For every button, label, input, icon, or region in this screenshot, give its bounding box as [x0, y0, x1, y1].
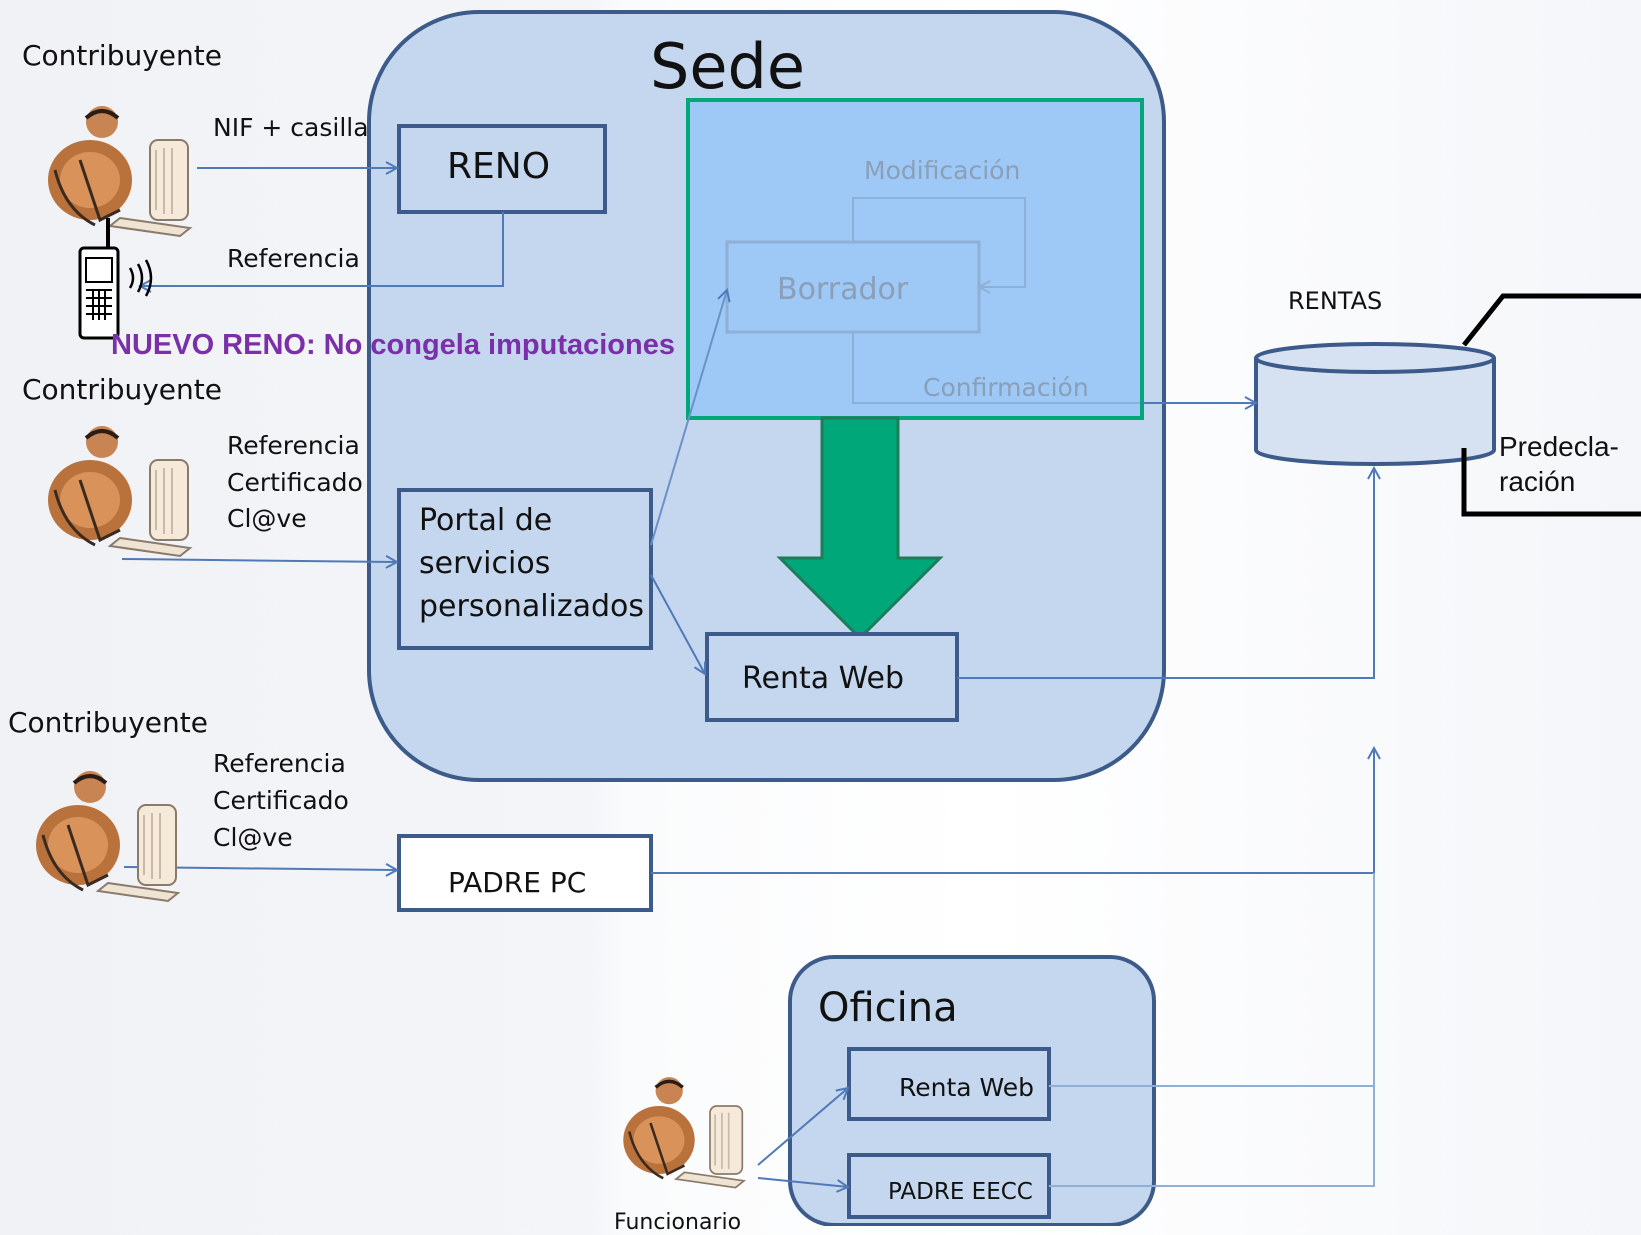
oficina-title: Oficina	[818, 985, 958, 1031]
rentas-label: RENTAS	[1288, 287, 1383, 315]
padre-pc-label: PADRE PC	[448, 866, 587, 899]
predeclaracion-line-2: ración	[1499, 466, 1576, 497]
contribuyente-1-label: Contribuyente	[22, 39, 222, 72]
person-computer-icon	[621, 1075, 746, 1190]
referencia-label: Referencia	[227, 244, 360, 273]
portal-line-3: personalizados	[419, 589, 645, 624]
modificacion-loop	[852, 197, 1026, 287]
person-computer-icon	[46, 104, 192, 238]
portal-box	[397, 488, 653, 650]
method-3-clave: Cl@ve	[213, 823, 293, 852]
oficina-renta-web-box	[847, 1047, 1051, 1121]
borrador-panel	[686, 98, 1144, 420]
reno-label: RENO	[447, 146, 551, 187]
predeclaracion-line-1: Predecla-	[1499, 431, 1619, 462]
method-3-referencia: Referencia	[213, 749, 346, 778]
person-computer-icon	[46, 424, 192, 558]
predeclaracion-doc	[1462, 293, 1641, 347]
borrador-label: Borrador	[777, 272, 909, 307]
confirmacion-label: Confirmación	[923, 373, 1089, 402]
method-referencia: Referencia	[227, 431, 360, 460]
oficina-renta-web-label: Renta Web	[899, 1073, 1035, 1102]
person-computer-icon	[34, 769, 180, 903]
portal-line-2: servicios	[419, 546, 551, 581]
nuevo-reno-note: NUEVO RENO: No congela imputaciones	[111, 329, 675, 361]
method-3-certificado: Certificado	[213, 786, 349, 815]
nif-casilla-label: NIF + casilla	[213, 113, 369, 142]
green-down-arrow	[776, 416, 944, 641]
sede-title: Sede	[650, 30, 805, 103]
portal-line-1: Portal de	[419, 503, 553, 538]
funcionario-label: Funcionario	[614, 1210, 742, 1235]
method-clave: Cl@ve	[227, 504, 307, 533]
renta-web-label: Renta Web	[742, 661, 905, 696]
method-certificado: Certificado	[227, 468, 363, 497]
contribuyente-3-label: Contribuyente	[8, 706, 208, 739]
contribuyente-2-label: Contribuyente	[22, 373, 222, 406]
padre-eecc-label: PADRE EECC	[888, 1179, 1033, 1205]
renta-web-box	[705, 632, 959, 722]
mobile-phone-icon	[78, 218, 153, 340]
rentas-database	[1254, 358, 1496, 466]
modificacion-label: Modificación	[864, 156, 1021, 185]
confirmacion-line	[852, 332, 1140, 404]
